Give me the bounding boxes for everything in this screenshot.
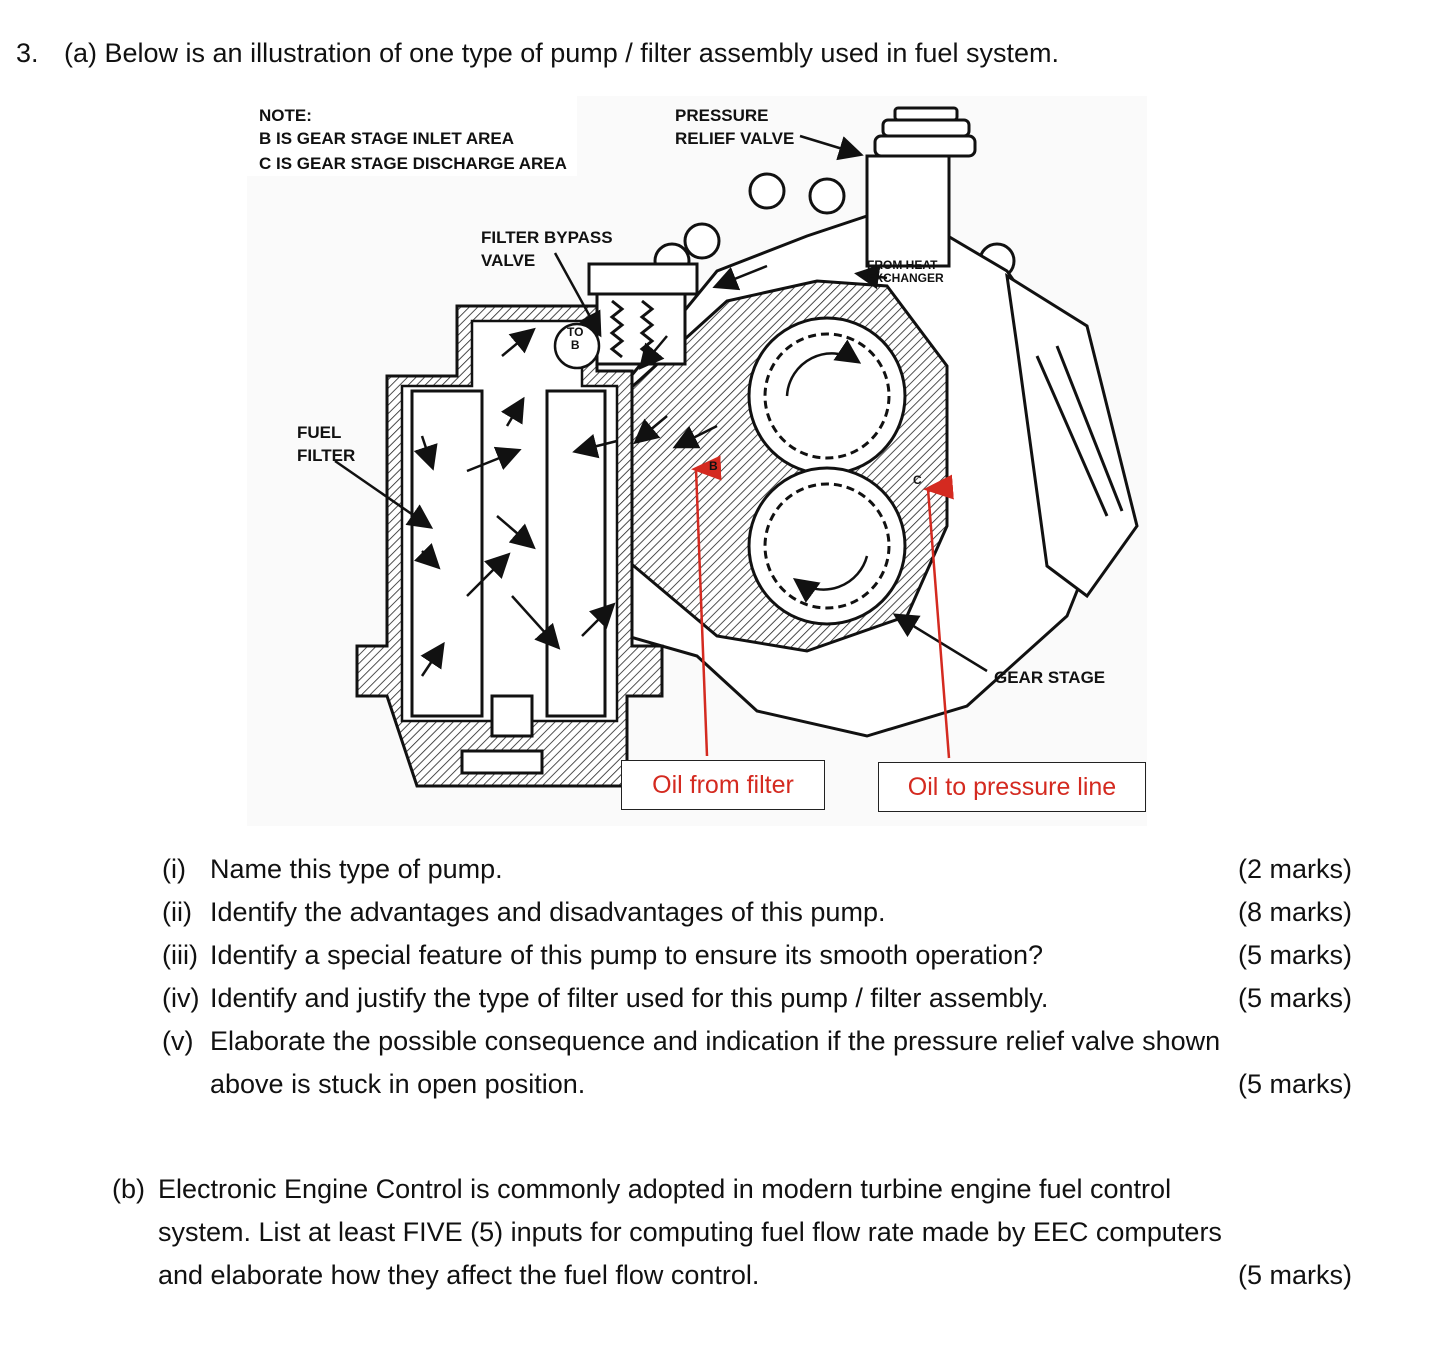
subquestion-marks: (8 marks) <box>1238 897 1352 927</box>
callout-oil-from-filter: Oil from filter <box>621 760 825 810</box>
note-b: B IS GEAR STAGE INLET AREA <box>259 129 515 148</box>
marker-c: C <box>913 473 922 487</box>
question-number: 3. <box>16 38 39 68</box>
subquestion-v: (v) Elaborate the possible consequence a… <box>162 1020 1352 1063</box>
subquestion-text: Elaborate the possible consequence and i… <box>210 1026 1221 1056</box>
label-pressure-relief-valve: PRESSURE RELIEF VALVE <box>675 106 795 148</box>
label-from-heat-exchanger: FROM HEAT EXCHANGER <box>867 258 944 285</box>
subquestion-marks: (5 marks) <box>1238 983 1352 1013</box>
part-b-line-2: system. List at least FIVE (5) inputs fo… <box>112 1211 1352 1254</box>
filter-bypass-valve-shape <box>587 262 699 366</box>
part-b-line-1: (b) Electronic Engine Control is commonl… <box>112 1168 1352 1211</box>
subquestion-text: Name this type of pump. <box>210 854 503 884</box>
pump-filter-illustration <box>247 96 1147 826</box>
gears <box>747 316 907 626</box>
subquestion-v-continued: above is stuck in open position. (5 mark… <box>162 1063 1352 1106</box>
pressure-relief-valve-shape <box>865 106 977 268</box>
part-b-label: (b) <box>112 1174 145 1204</box>
label-gear-stage: GEAR STAGE <box>994 668 1106 687</box>
part-b: (b) Electronic Engine Control is commonl… <box>112 1168 1352 1297</box>
marker-b: B <box>709 459 718 473</box>
callout-oil-to-pressure-line: Oil to pressure line <box>878 762 1146 812</box>
subquestion-iii: (iii) Identify a special feature of this… <box>162 934 1352 977</box>
subquestion-text: Identify the advantages and disadvantage… <box>210 897 886 927</box>
part-b-text-3: and elaborate how they affect the fuel f… <box>158 1260 760 1290</box>
part-b-marks: (5 marks) <box>1238 1260 1352 1290</box>
subquestion-label: (ii) <box>162 897 192 927</box>
part-b-line-3: and elaborate how they affect the fuel f… <box>112 1254 1352 1297</box>
part-b-text-1: Electronic Engine Control is commonly ad… <box>158 1174 1172 1204</box>
subquestion-label: (v) <box>162 1026 194 1056</box>
question-heading: 3. (a) Below is an illustration of one ty… <box>16 38 1059 69</box>
leader-lines <box>334 134 988 673</box>
pump-filter-diagram: NOTE: B IS GEAR STAGE INLET AREA C IS GE… <box>247 96 1147 826</box>
red-pointer-arrows <box>691 455 954 759</box>
subquestion-i: (i) Name this type of pump. (2 marks) <box>162 848 1352 891</box>
note-title: NOTE: <box>259 106 312 125</box>
subquestion-text: Identify and justify the type of filter … <box>210 983 1049 1013</box>
part-a-intro: (a) Below is an illustration of one type… <box>64 38 1059 68</box>
label-to-b: TO B <box>567 325 584 352</box>
subquestion-label: (i) <box>162 854 186 884</box>
subquestion-ii: (ii) Identify the advantages and disadva… <box>162 891 1352 934</box>
subquestion-marks: (2 marks) <box>1238 854 1352 884</box>
subquestion-marks: (5 marks) <box>1238 940 1352 970</box>
subquestion-text-continued: above is stuck in open position. <box>210 1069 586 1099</box>
label-filter-bypass-valve: FILTER BYPASS VALVE <box>481 228 613 270</box>
note-c: C IS GEAR STAGE DISCHARGE AREA <box>259 154 567 173</box>
subquestion-label: (iv) <box>162 983 200 1013</box>
filter-element-right <box>545 389 607 718</box>
subquestion-list: (i) Name this type of pump. (2 marks) (i… <box>162 848 1352 1106</box>
subquestion-iv: (iv) Identify and justify the type of fi… <box>162 977 1352 1020</box>
part-b-text-2: system. List at least FIVE (5) inputs fo… <box>158 1217 1222 1247</box>
subquestion-text: Identify a special feature of this pump … <box>210 940 1043 970</box>
subquestion-label: (iii) <box>162 940 198 970</box>
subquestion-marks: (5 marks) <box>1238 1069 1352 1099</box>
label-fuel-filter: FUEL FILTER <box>297 423 356 465</box>
